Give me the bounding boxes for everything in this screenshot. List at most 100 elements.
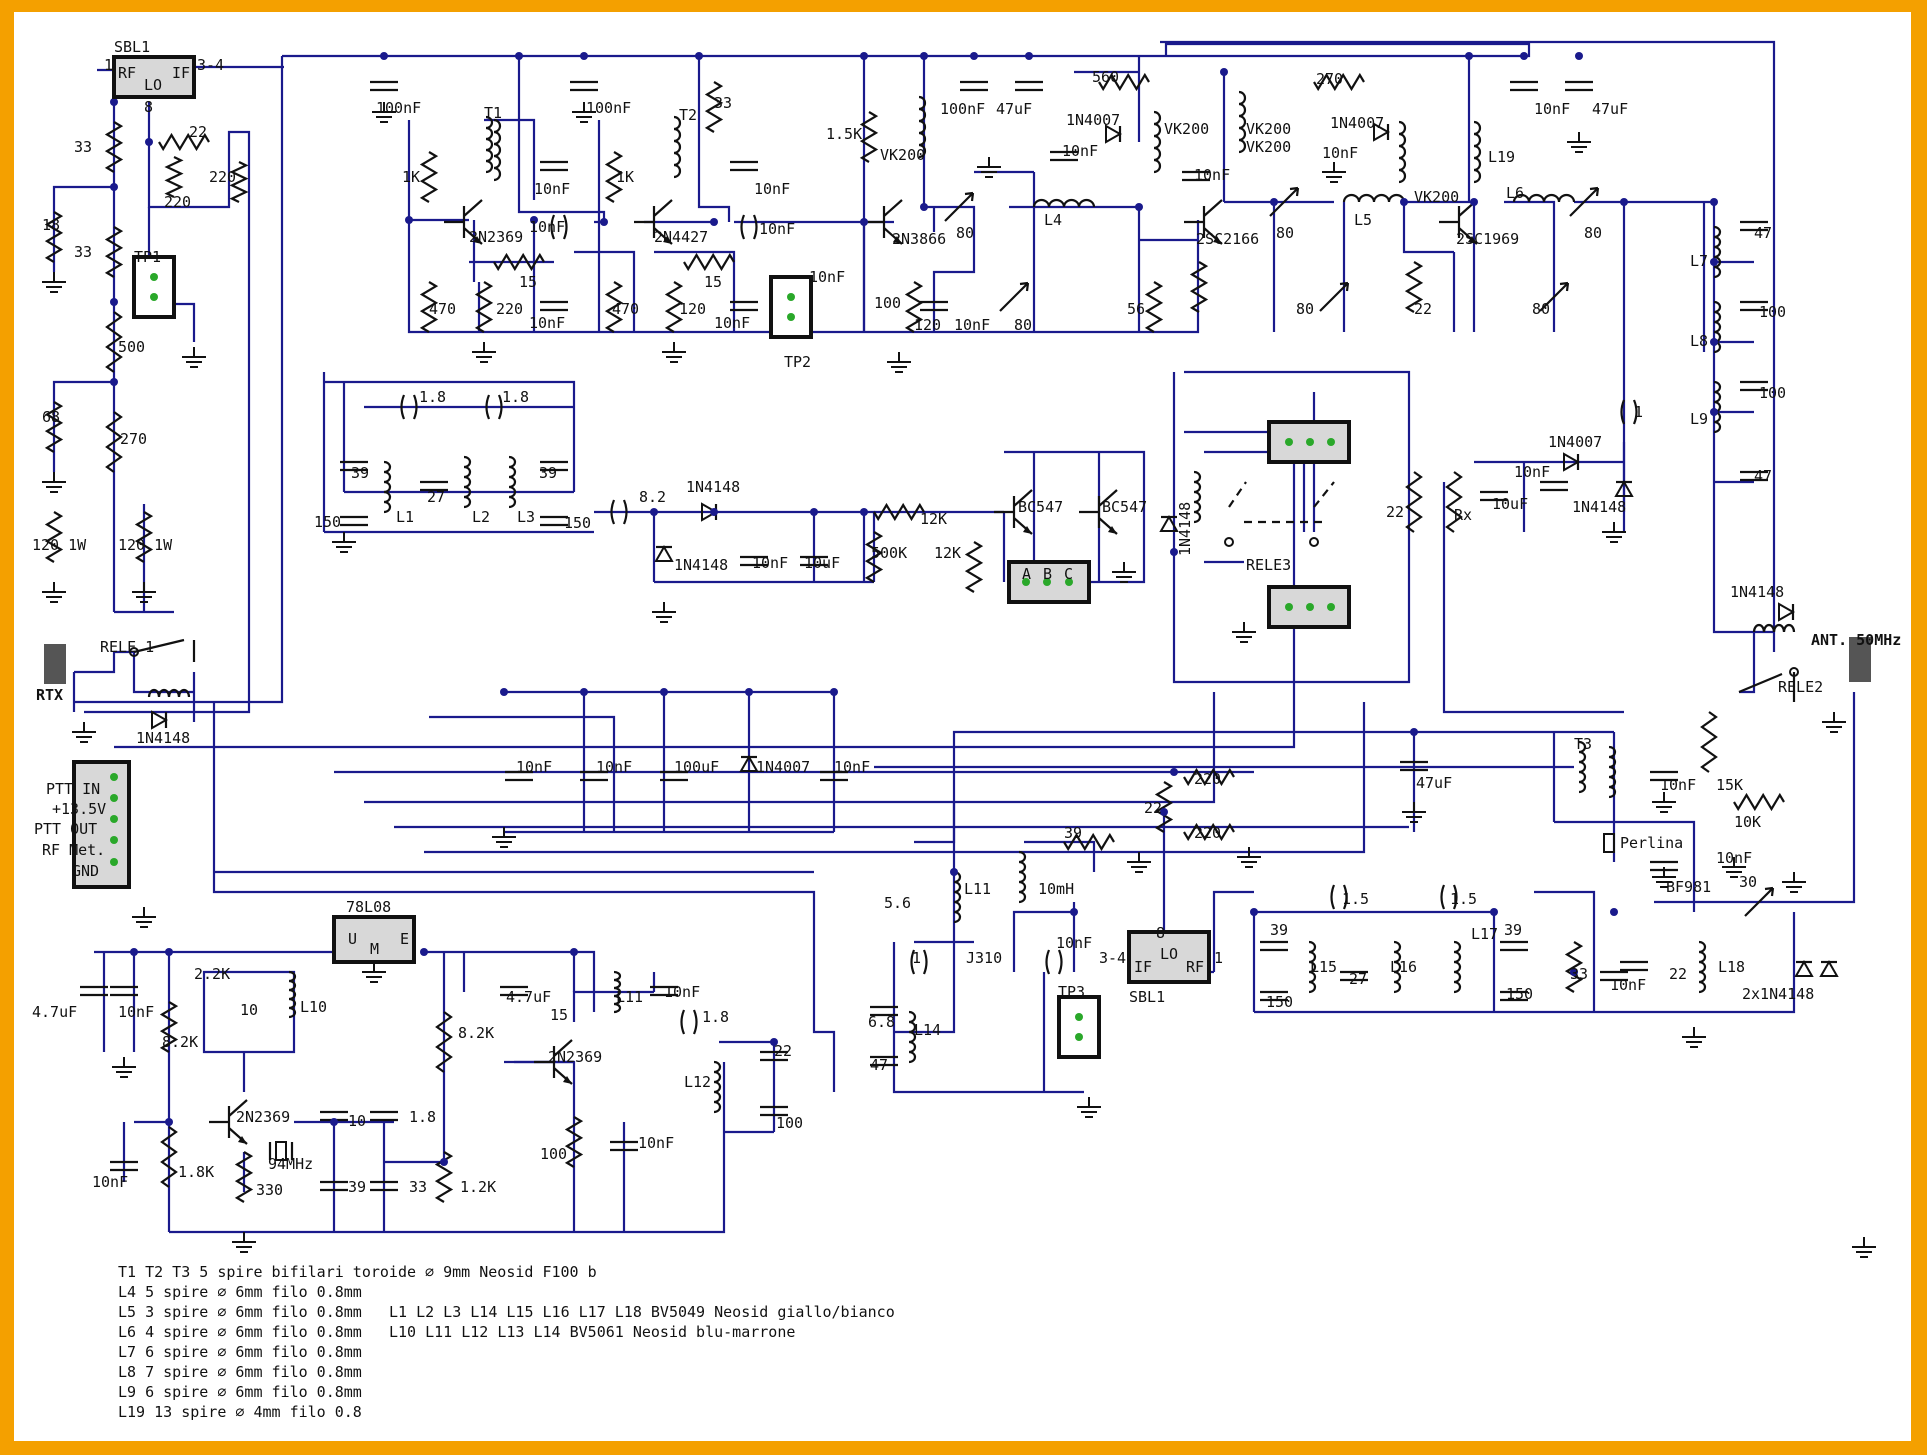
junction-dot [1610, 908, 1618, 916]
label-vk200b: VK200 [1164, 120, 1209, 138]
label-c1-8c: 1.8 [702, 1008, 729, 1026]
junction-dot [110, 378, 118, 386]
resistor-symbol [104, 226, 124, 278]
capacitor-symbol [760, 1105, 788, 1117]
label-r22d: 22 [1144, 799, 1162, 817]
inductor-symbol [1512, 193, 1576, 203]
resistor-symbol [493, 252, 545, 272]
junction-dot [110, 183, 118, 191]
junction-dot [530, 216, 538, 224]
junction-dot [165, 948, 173, 956]
label-c10nf-l: 10nF [1514, 463, 1550, 481]
label-sbl1-top-p8: 8 [144, 98, 153, 116]
label-rele3: RELE3 [1246, 556, 1291, 574]
resistor-symbol [164, 156, 184, 198]
label-l9: L9 [1690, 410, 1708, 428]
inductor-symbol [953, 870, 962, 924]
transistor-symbol [864, 199, 903, 245]
inductor-symbol [1713, 225, 1722, 279]
junction-dot [1160, 808, 1168, 816]
inductor-symbol [383, 460, 392, 514]
diode-symbol [739, 754, 759, 772]
junction-dot [1170, 548, 1178, 556]
capacitor-symbol [870, 1055, 898, 1067]
label-l11a: L11 [964, 880, 991, 898]
capacitor-symbol [1260, 990, 1288, 1002]
label-r220e: 220 [1194, 824, 1221, 842]
label-d1n4007c: 1N4007 [1548, 433, 1602, 451]
label-r1-8k: 1.8K [178, 1163, 214, 1181]
ground-symbol [362, 962, 386, 983]
resistor-symbol [1183, 822, 1235, 842]
junction-dot [1570, 968, 1578, 976]
capacitor-symbol [420, 480, 448, 492]
label-c47uf1: 47uF [996, 100, 1032, 118]
inductor-symbol [1342, 193, 1406, 203]
label-c100uf: 100uF [674, 758, 719, 776]
inductor-symbol [1608, 745, 1617, 799]
label-tp3: TP3 [1058, 983, 1085, 1001]
resistor-symbol [564, 1116, 584, 1168]
label-r220b: 220 [164, 193, 191, 211]
ground-symbol [1077, 1097, 1101, 1118]
resistor-symbol [864, 531, 884, 583]
junction-dot [580, 688, 588, 696]
ground-symbol [332, 532, 356, 553]
capacitor-symbol [580, 770, 608, 782]
label-c47uf2: 47uF [1592, 100, 1628, 118]
resistor-symbol [1189, 261, 1209, 313]
label-rx: Rx [1454, 506, 1472, 524]
capacitor-symbol [1620, 399, 1638, 425]
ground-symbol [1322, 162, 1346, 183]
junction-dot [1575, 52, 1583, 60]
inductor-symbol [1153, 110, 1162, 174]
inductor-symbol [1032, 198, 1096, 208]
capacitor-symbol [400, 394, 418, 420]
inductor-symbol [1393, 940, 1402, 994]
label-r15b: 15 [704, 273, 722, 291]
label-c47c: 47 [870, 1056, 888, 1074]
label-l12: L12 [684, 1073, 711, 1091]
note-line: L19 13 spire ⌀ 4mm filo 0.8 [118, 1403, 362, 1421]
ground-symbol [472, 342, 496, 363]
label-c10nf-o: 10nF [834, 758, 870, 776]
ground-symbol [1782, 872, 1806, 893]
label-vk200e: VK200 [1414, 188, 1459, 206]
label-c10nf-k: 10nF [752, 554, 788, 572]
ground-symbol [1232, 622, 1256, 643]
junction-dot [660, 688, 668, 696]
label-q3: 2N3866 [892, 230, 946, 248]
capacitor-symbol [650, 985, 678, 997]
label-conn-a: A [1022, 565, 1031, 583]
junction-dot [515, 52, 523, 60]
junction-dot [830, 688, 838, 696]
inductor-symbol [1238, 90, 1247, 154]
label-c1-5a: 1.5 [1342, 890, 1369, 908]
label-q1: 2N2369 [469, 228, 523, 246]
label-r18: 18 [42, 216, 60, 234]
label-c27b: 27 [1349, 970, 1367, 988]
label-r470a: 470 [429, 300, 456, 318]
resistor-symbol [44, 401, 64, 453]
resistor-symbol [859, 111, 879, 163]
junction-dot [1710, 198, 1718, 206]
note-line: L4 5 spire ⌀ 6mm filo 0.8mm [118, 1283, 362, 1301]
label-r2-2k: 2.2K [194, 965, 230, 983]
label-c80d: 80 [1296, 300, 1314, 318]
capacitor-symbol [500, 985, 528, 997]
capacitor-symbol [110, 985, 138, 997]
junction-dot [1710, 408, 1718, 416]
label-c10nf-t: 10nF [118, 1003, 154, 1021]
junction-dot [1470, 198, 1478, 206]
relay3-contact [1224, 537, 1234, 547]
schematic-diagram: SBL1 RF LO IF 1 3-4 8 33 18 33 500 68 27… [32, 38, 1901, 1421]
antenna-jack [1849, 637, 1871, 682]
junction-dot [330, 1118, 338, 1126]
ground-symbol [372, 102, 396, 123]
junction-dot [1410, 728, 1418, 736]
junction-dot [110, 298, 118, 306]
ground-symbol [42, 472, 66, 493]
winding-notes: T1 T2 T3 5 spire bifilari toroide ⌀ 9mm … [118, 1263, 895, 1421]
junction-dot [165, 1118, 173, 1126]
label-sbl1-bot-if: IF [1134, 958, 1152, 976]
